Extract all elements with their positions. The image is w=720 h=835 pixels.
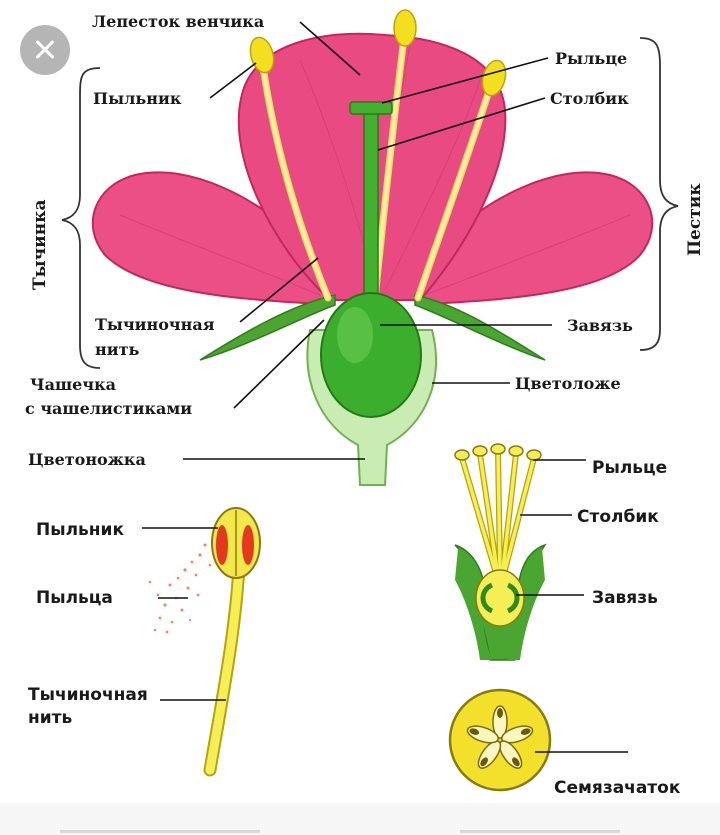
label-ovary: Завязь (567, 316, 633, 335)
label-anther: Пыльник (93, 89, 182, 108)
stigma (349, 101, 393, 115)
label-pollen: Пыльца (36, 588, 113, 608)
label-pistil-stigma: Рыльце (592, 458, 667, 478)
right-sepal (414, 294, 546, 361)
label-petal: Лепесток венчика (92, 12, 264, 31)
label-pistil-group: Пестик (685, 183, 705, 256)
pistil-brace (639, 37, 679, 351)
close-icon[interactable] (20, 25, 70, 75)
left-sepal (199, 294, 336, 361)
pistil-illustration (454, 443, 547, 661)
label-stigma: Рыльце (555, 49, 627, 68)
label-stamen-filament-line1: Тычиночная (28, 685, 148, 705)
label-pistil-style: Столбик (577, 507, 659, 527)
label-stamen-group: Тычинка (30, 200, 50, 290)
label-receptacle: Цветоложе (515, 374, 621, 393)
pollen-grains (148, 543, 212, 634)
ovary-cross-section (448, 688, 552, 792)
label-filament-line2: нить (95, 340, 139, 359)
label-ovule: Семязачаток (554, 778, 681, 798)
label-pedicel: Цветоножка (28, 450, 146, 469)
label-stamen-filament-line2: нить (28, 708, 72, 728)
label-pistil-ovary: Завязь (592, 588, 658, 608)
label-filament-line1: Тычиночная (95, 315, 215, 334)
label-calyx-line2: с чашелистиками (25, 399, 192, 418)
label-stamen-anther: Пыльник (36, 520, 124, 540)
flower-illustration (91, 9, 654, 486)
label-style: Столбик (550, 89, 629, 108)
stamen-brace (61, 67, 101, 369)
stamen-illustration (148, 507, 261, 777)
label-calyx-line1: Чашечка (30, 375, 116, 394)
ovary (320, 292, 422, 418)
style (363, 111, 379, 308)
anther (393, 9, 417, 47)
